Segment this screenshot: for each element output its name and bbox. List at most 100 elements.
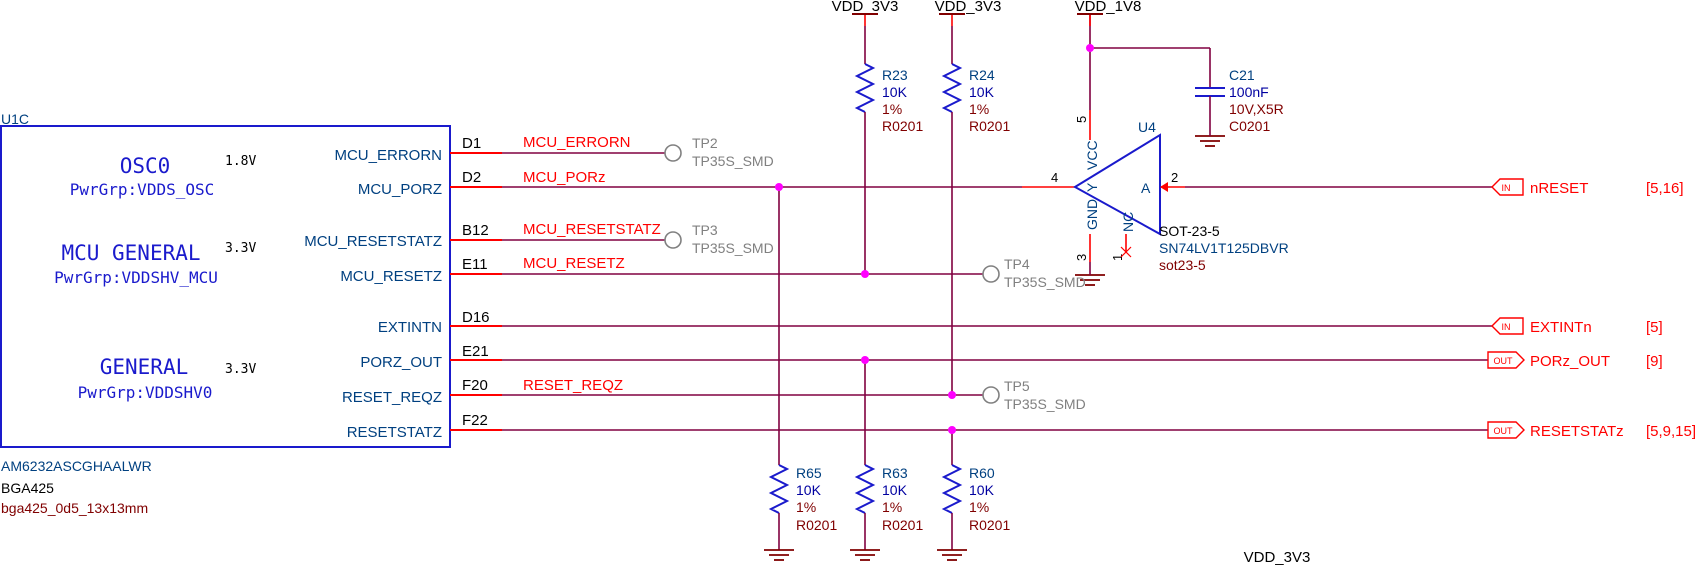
- r60-value: 10K: [969, 482, 995, 498]
- r60-tol: 1%: [969, 499, 989, 515]
- port-porz-out-dir: OUT: [1494, 356, 1514, 366]
- port-in-icon: [1491, 317, 1524, 335]
- pin-name-mcu-resetstatz: MCU_RESETSTATZ: [304, 233, 442, 250]
- group-osc0-name: OSC0: [120, 154, 171, 178]
- capacitor-c21[interactable]: C21 100nF 10V,X5R C0201: [1195, 67, 1284, 136]
- resistor-r60[interactable]: [941, 464, 963, 550]
- u1c-pin-names: MCU_ERRORN MCU_PORZ MCU_RESETSTATZ MCU_R…: [304, 147, 442, 441]
- net-label-mcu-resetstatz: MCU_RESETSTATZ: [523, 221, 661, 238]
- pin-num-b12: B12: [462, 222, 489, 239]
- power-label-vdd3v3-r24: VDD_3V3: [935, 0, 1002, 15]
- port-nreset-refs: [5,16]: [1646, 180, 1684, 197]
- power-stubs: [864, 14, 1185, 262]
- u1c-pin-stubs: [450, 152, 502, 431]
- r65-ref: R65: [796, 465, 822, 481]
- pin-num-d2: D2: [462, 169, 481, 186]
- group-general-volt: 3.3V: [225, 362, 256, 377]
- c21-ref: C21: [1229, 67, 1255, 83]
- junction-dot: [948, 426, 956, 434]
- c21-rating: 10V,X5R: [1229, 101, 1284, 117]
- pin-name-reset-reqz: RESET_REQZ: [342, 389, 442, 406]
- u1c-footprint: bga425_0d5_13x13mm: [1, 500, 148, 516]
- port-nreset[interactable]: IN nRESET [5,16]: [1491, 178, 1684, 197]
- group-mcu-general-name: MCU GENERAL: [61, 241, 200, 265]
- port-resetstatz[interactable]: OUT RESETSTATz [5,9,15]: [1487, 421, 1695, 440]
- u4-pin-a: A: [1141, 180, 1151, 196]
- tp3-part: TP35S_SMD: [692, 240, 774, 256]
- u4-part: SN74LV1T125DBVR: [1159, 240, 1289, 256]
- pin-name-mcu-errorn: MCU_ERRORN: [334, 147, 442, 164]
- group-osc0-pwr: PwrGrp:VDDS_OSC: [70, 180, 215, 199]
- resistor-r63[interactable]: [854, 464, 876, 550]
- u1c-ref: U1C: [1, 111, 29, 127]
- r65-value: 10K: [796, 482, 822, 498]
- tp5-part: TP35S_SMD: [1004, 396, 1086, 412]
- junctions: [775, 44, 1094, 434]
- power-labels: VDD_3V3 VDD_3V3 VDD_1V8 VDD_3V3: [832, 0, 1311, 566]
- pin-name-mcu-porz: MCU_PORZ: [358, 181, 442, 198]
- group-mcu-general-pwr: PwrGrp:VDDSHV_MCU: [54, 268, 218, 287]
- ground-icon: [764, 549, 794, 561]
- u4-package-label: SOT-23-5: [1159, 223, 1220, 239]
- r24-pkg: R0201: [969, 118, 1010, 134]
- junction-dot: [775, 183, 783, 191]
- u4-pin-vcc: VCC: [1084, 140, 1100, 170]
- resistor-r65[interactable]: [768, 464, 790, 550]
- resistor-labels: R23 10K 1% R0201 R24 10K 1% R0201 R65 10…: [796, 67, 1010, 533]
- no-connect-icon: [1120, 246, 1132, 258]
- r24-tol: 1%: [969, 101, 989, 117]
- pin-name-porz-out: PORZ_OUT: [360, 354, 442, 371]
- tp3-ref: TP3: [692, 222, 718, 238]
- testpoint-icon: [664, 231, 682, 249]
- port-resetstatz-name: RESETSTATz: [1530, 423, 1624, 440]
- resistor-r24[interactable]: [941, 26, 963, 120]
- port-resetstatz-refs: [5,9,15]: [1646, 423, 1695, 440]
- r24-value: 10K: [969, 84, 995, 100]
- power-label-vdd3v3-r23: VDD_3V3: [832, 0, 899, 15]
- testpoint-tp2[interactable]: TP2 TP35S_SMD: [664, 135, 774, 169]
- port-extintn[interactable]: IN EXTINTn [5]: [1491, 317, 1663, 336]
- net-label-reset-reqz: RESET_REQZ: [523, 377, 623, 394]
- tp5-ref: TP5: [1004, 378, 1030, 394]
- testpoint-tp4[interactable]: TP4 TP35S_SMD: [982, 256, 1086, 290]
- r63-pkg: R0201: [882, 517, 923, 533]
- net-label-mcu-resetz: MCU_RESETZ: [523, 255, 625, 272]
- r65-pkg: R0201: [796, 517, 837, 533]
- ground-icon: [1195, 135, 1225, 147]
- r23-pkg: R0201: [882, 118, 923, 134]
- u1c-package: BGA425: [1, 480, 54, 496]
- junction-dot: [1086, 44, 1094, 52]
- u4-footprint: sot23-5: [1159, 257, 1206, 273]
- port-extintn-name: EXTINTn: [1530, 319, 1592, 336]
- u4-pinnum-1: 1: [1110, 254, 1125, 261]
- pin-num-e21: E21: [462, 343, 489, 360]
- resistor-zigzag: [768, 464, 790, 514]
- testpoint-icon: [664, 144, 682, 162]
- r60-pkg: R0201: [969, 517, 1010, 533]
- port-extintn-dir: IN: [1502, 322, 1511, 332]
- u1c-symbol[interactable]: U1C AM6232ASCGHAALWR BGA425 bga425_0d5_1…: [0, 111, 451, 516]
- testpoint-tp3[interactable]: TP3 TP35S_SMD: [664, 222, 774, 256]
- testpoint-tp5[interactable]: TP5 TP35S_SMD: [982, 378, 1086, 412]
- port-porz-out-refs: [9]: [1646, 353, 1663, 370]
- junction-dot: [861, 270, 869, 278]
- port-resetstatz-dir: OUT: [1494, 426, 1514, 436]
- u4-pinnum-2: 2: [1171, 170, 1178, 185]
- port-porz-out[interactable]: OUT PORz_OUT [9]: [1487, 351, 1663, 370]
- resistor-zigzag: [854, 464, 876, 514]
- pin-name-mcu-resetz: MCU_RESETZ: [340, 268, 442, 285]
- net-label-mcu-errorn: MCU_ERRORN: [523, 134, 631, 151]
- group-osc0-volt: 1.8V: [225, 154, 256, 169]
- u4-pin-y: Y: [1084, 182, 1100, 192]
- u4-pin-gnd: GND: [1084, 199, 1100, 230]
- net-labels: MCU_ERRORN MCU_PORz MCU_RESETSTATZ MCU_R…: [523, 134, 661, 394]
- tp4-part: TP35S_SMD: [1004, 274, 1086, 290]
- resistor-r23[interactable]: [854, 26, 876, 120]
- port-extintn-refs: [5]: [1646, 319, 1663, 336]
- tp4-ref: TP4: [1004, 256, 1030, 272]
- port-porz-out-name: PORz_OUT: [1530, 353, 1610, 370]
- group-general-pwr: PwrGrp:VDDSHV0: [78, 383, 213, 402]
- testpoint-icon: [982, 386, 1000, 404]
- u4-buffer[interactable]: U4 A VCC Y GND NC 5 3 1 4 2 SOT-23-5 SN7…: [1051, 116, 1289, 273]
